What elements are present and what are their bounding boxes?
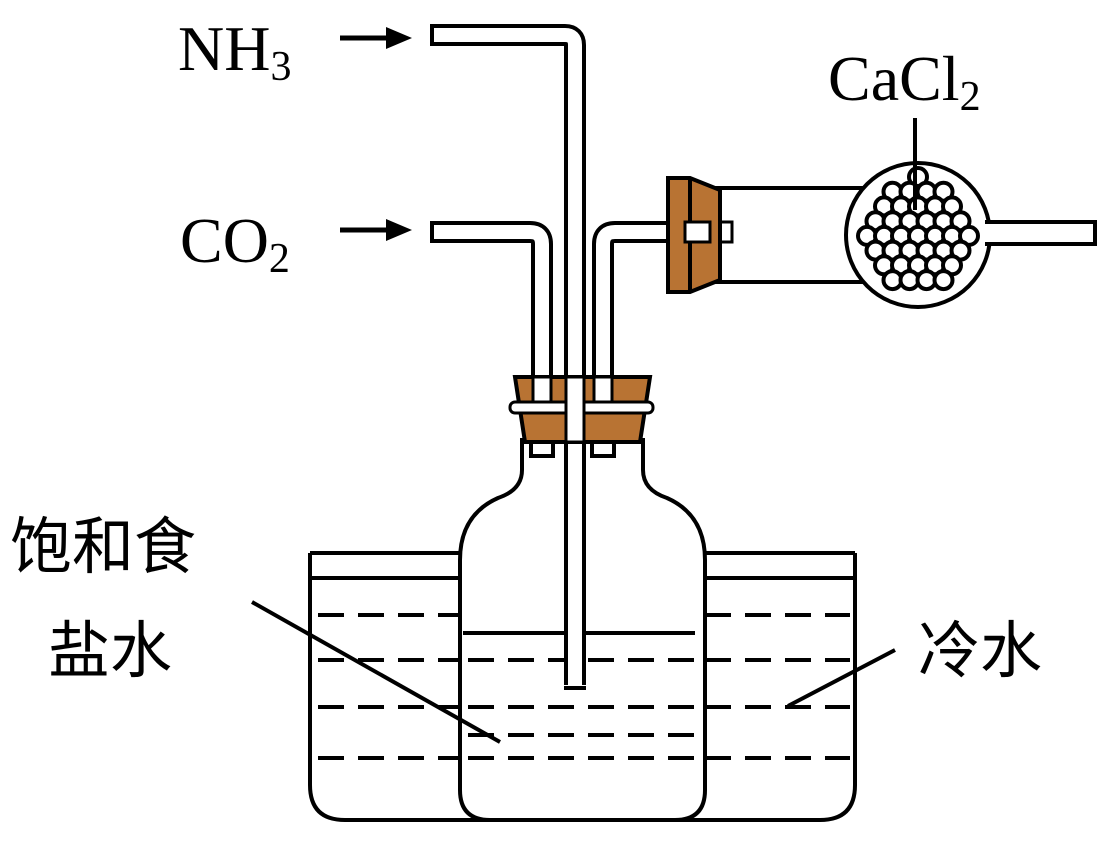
- cold-water-leader: [787, 648, 896, 708]
- cacl2-granules: [856, 166, 980, 292]
- trough-water-dashes: [318, 613, 850, 760]
- co2-label: CO2: [180, 205, 290, 282]
- brine-label-line1: 饱和食: [10, 510, 196, 583]
- cacl2-granule: [932, 269, 955, 292]
- cacl2-label: CaCl2: [828, 43, 981, 120]
- brine-leader: [251, 600, 501, 744]
- co2-arrow: [340, 219, 412, 241]
- co2-tube: [430, 221, 553, 455]
- nh3-label: NH3: [178, 13, 291, 90]
- bottle-stopper: [508, 375, 655, 444]
- outlet-tube: [592, 221, 690, 455]
- cold-water-label: 冷水: [918, 614, 1042, 687]
- drying-tube-stopper: [666, 176, 722, 294]
- nh3-tube: [430, 24, 586, 690]
- nh3-arrow: [340, 27, 412, 49]
- brine-label-line2: 盐水: [48, 614, 172, 687]
